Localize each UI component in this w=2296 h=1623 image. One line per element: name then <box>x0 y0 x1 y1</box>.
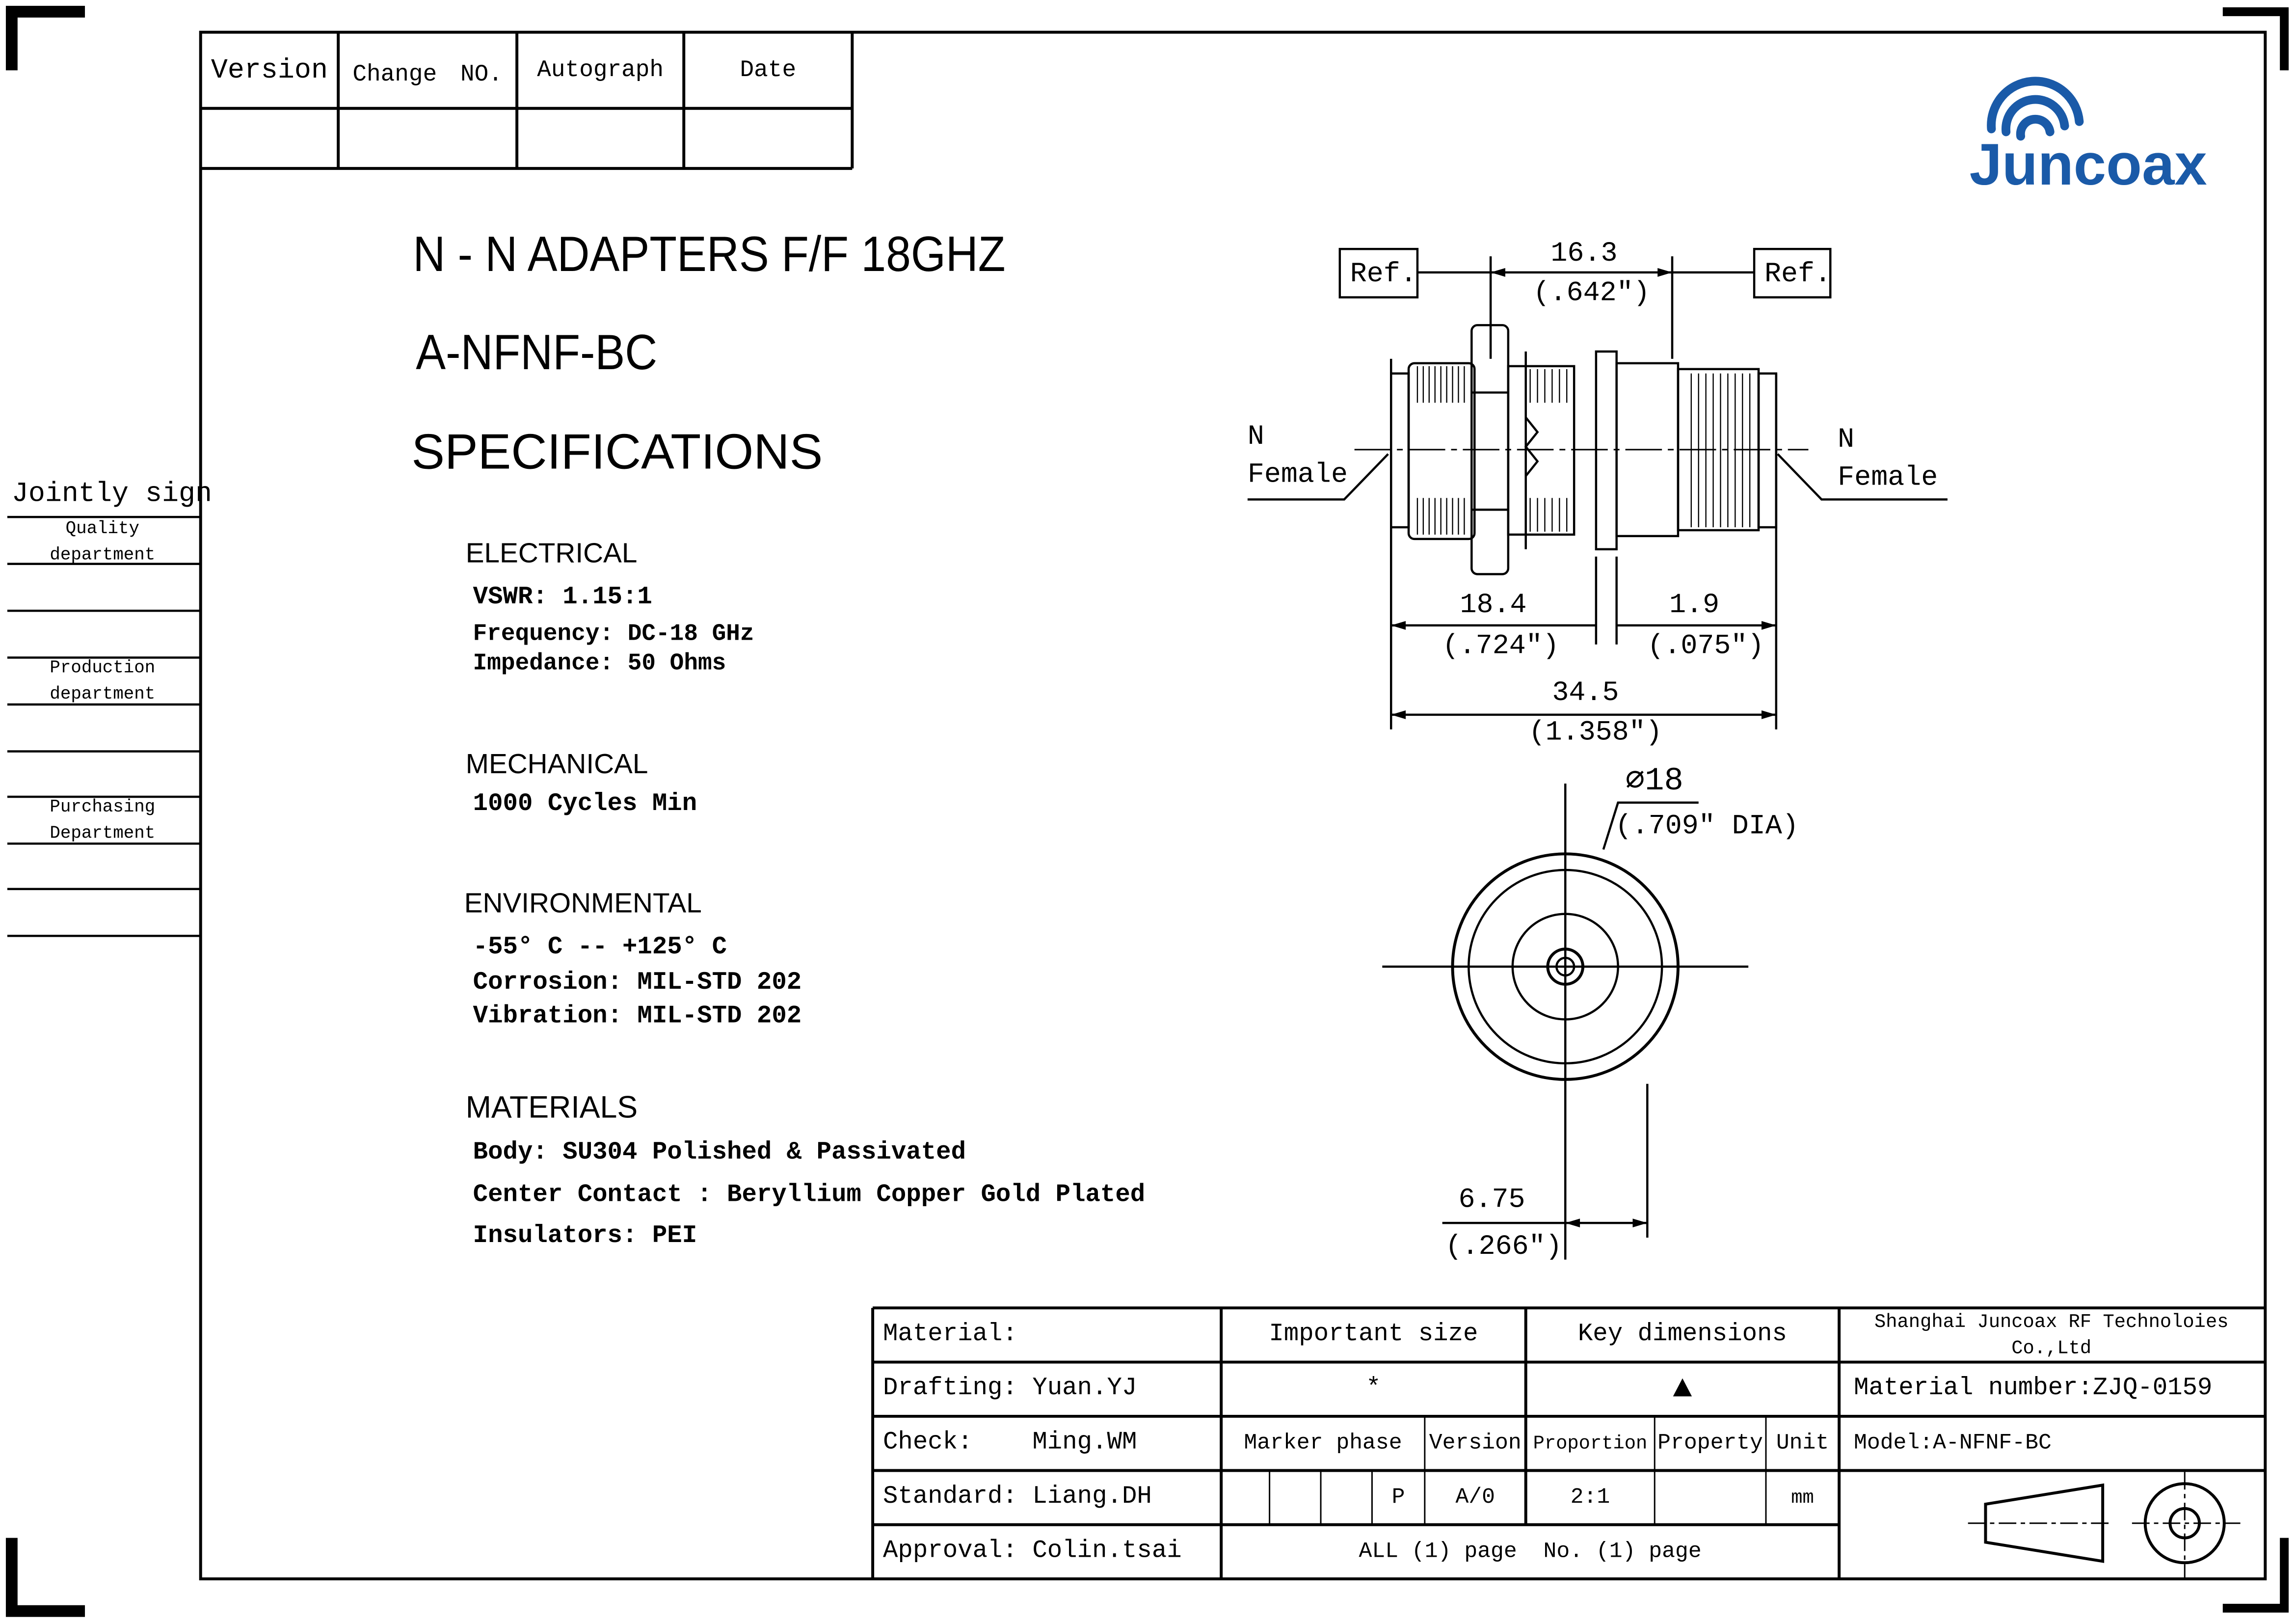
dim-diameter: ⌀18 <box>1625 763 1683 800</box>
ref-right-label: Ref. <box>1764 258 1832 290</box>
electrical-heading: ELECTRICAL <box>465 539 638 570</box>
key-dimension-triangle-icon: ▲ <box>1673 1371 1692 1408</box>
spec-vibration: Vibration: MIL-STD 202 <box>473 1003 802 1031</box>
spec-frequency: Frequency: DC-18 GHz <box>473 621 754 648</box>
key-dimensions-label: Key dimensions <box>1577 1321 1787 1349</box>
proportion-label: Proportion <box>1533 1432 1648 1455</box>
product-model: A-NFNF-BC <box>416 325 658 381</box>
dim-c: 6.75 <box>1458 1183 1525 1216</box>
standard-label: Standard: Liang.DH <box>882 1484 1152 1512</box>
drafting-label: Drafting: Yuan.YJ <box>882 1375 1137 1404</box>
spec-body: Body: SU304 Polished & Passivated <box>473 1139 966 1167</box>
dim-c-in: (.266″) <box>1445 1230 1562 1263</box>
material-number: Material number:ZJQ-0159 <box>1853 1375 2213 1404</box>
spec-impedance: Impedance: 50 Ohms <box>473 650 726 677</box>
rev-header-date: Date <box>740 57 797 84</box>
approval-label: Approval: Colin.tsai <box>882 1538 1182 1566</box>
version-label: Version <box>1429 1431 1522 1456</box>
dim-b-in: (.075″) <box>1647 629 1764 662</box>
marker-phase-value: P <box>1391 1485 1405 1510</box>
marker-phase-label: Marker phase <box>1244 1431 1402 1456</box>
juncoax-logo: Juncoax <box>1970 77 2207 195</box>
dim-total: 34.5 <box>1552 676 1619 709</box>
spec-temperature: -55° C -- +125° C <box>473 934 727 963</box>
product-title: N - N ADAPTERS F/F 18GHZ <box>413 227 1006 283</box>
company-name: Shanghai Juncoax RF Technoloies Co.,Ltd <box>1874 1310 2229 1359</box>
page-count: ALL (1) page No. (1) page <box>1359 1539 1702 1565</box>
spec-cycles: 1000 Cycles Min <box>473 791 697 819</box>
mechanical-heading: MECHANICAL <box>465 750 648 781</box>
environmental-heading: ENVIRONMENTAL <box>464 889 702 920</box>
spec-insulators: Insulators: PEI <box>473 1223 697 1251</box>
rev-header-autograph: Autograph <box>537 57 664 84</box>
dim-diameter-in: (.709″ DIA) <box>1615 810 1799 842</box>
important-size-mark: * <box>1366 1375 1381 1404</box>
property-label: Property <box>1657 1431 1763 1456</box>
model-label: Model:A-NFNF-BC <box>1853 1431 2052 1456</box>
dim-total-in: (1.358″) <box>1528 716 1662 749</box>
n-left: N <box>1247 420 1264 453</box>
dim-a: 18.4 <box>1460 589 1527 621</box>
purchasing-department-label: Purchasing Department <box>50 796 156 844</box>
rev-header-change-no: Change NO. <box>352 61 503 88</box>
female-left: Female <box>1247 458 1348 491</box>
unit-value: mm <box>1791 1487 1814 1509</box>
important-size-label: Important size <box>1269 1321 1478 1349</box>
rev-header-version: Version <box>211 54 328 87</box>
spec-center-contact: Center Contact : Beryllium Copper Gold P… <box>473 1182 1146 1210</box>
dim-top: 16.3 <box>1550 237 1618 270</box>
proportion-value: 2:1 <box>1570 1485 1610 1510</box>
quality-department-label: Quality department <box>50 518 156 566</box>
dim-a-in: (.724″) <box>1442 629 1559 662</box>
specifications-heading: SPECIFICATIONS <box>411 425 823 481</box>
dim-top-in: (.642″) <box>1533 276 1650 309</box>
logo-text: Juncoax <box>1970 132 2207 195</box>
n-right: N <box>1838 423 1855 456</box>
female-right: Female <box>1838 461 1938 494</box>
jointly-sign-label: Jointly sign <box>11 477 213 510</box>
materials-heading: MATERIALS <box>465 1091 638 1125</box>
material-label: Material: <box>882 1321 1017 1349</box>
check-label: Check: Ming.WM <box>882 1429 1137 1458</box>
version-value: A/0 <box>1455 1485 1495 1510</box>
spec-corrosion: Corrosion: MIL-STD 202 <box>473 970 802 998</box>
spec-vswr: VSWR: 1.15:1 <box>473 584 652 613</box>
production-department-label: Production department <box>50 657 156 705</box>
ref-left-label: Ref. <box>1350 258 1417 290</box>
unit-label: Unit <box>1776 1431 1829 1456</box>
dim-b: 1.9 <box>1669 589 1720 621</box>
